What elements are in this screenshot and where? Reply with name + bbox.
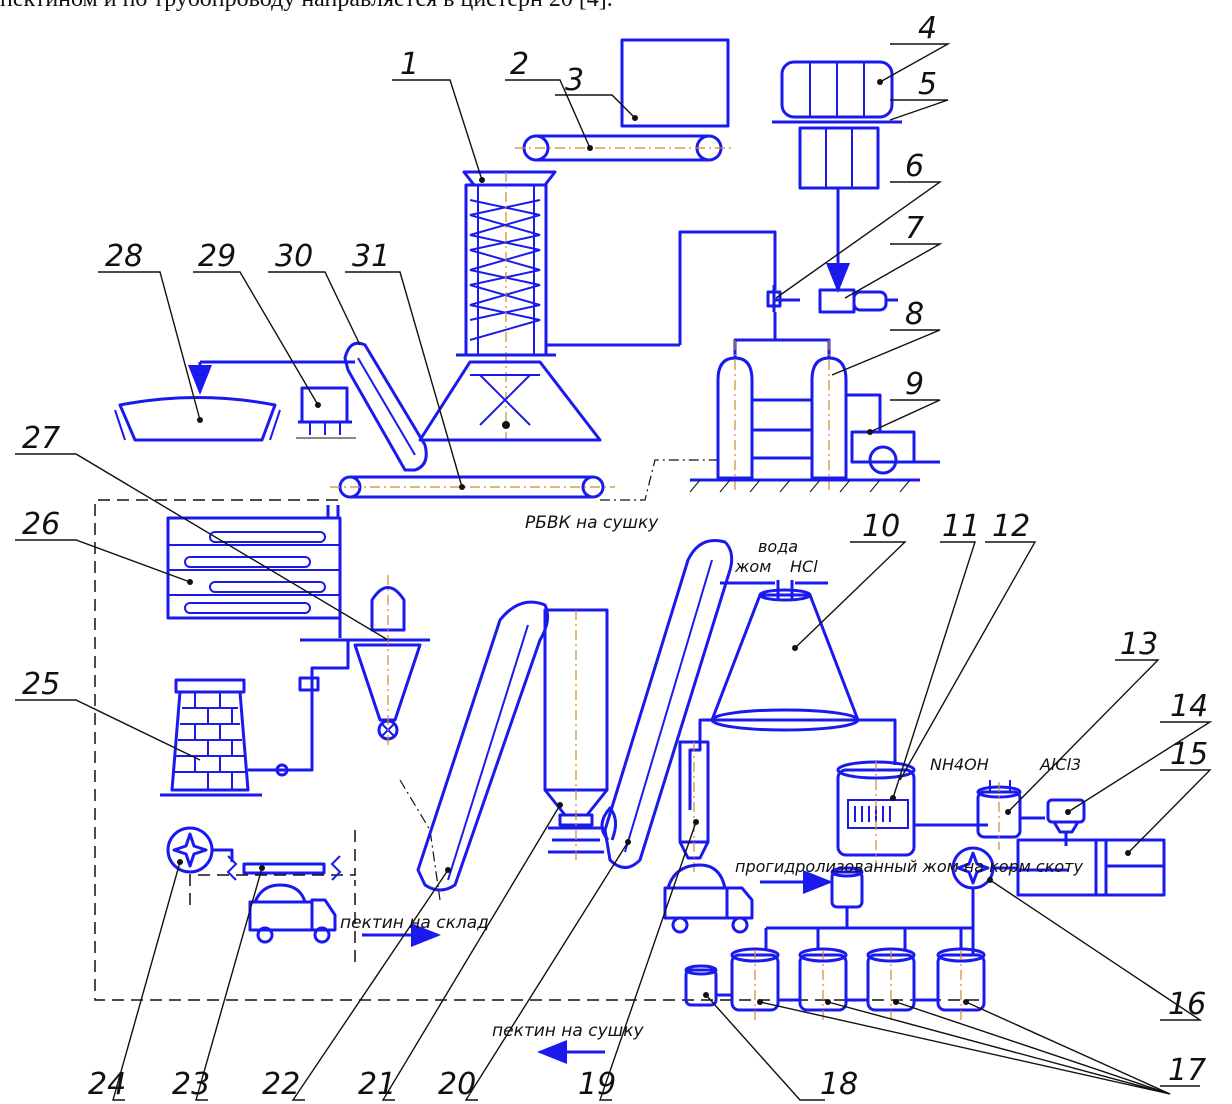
elevator-22 [416,600,550,892]
annotations: РБВК на сушку вода жом HCl NH4OH AlCl3 п… [340,513,1083,1041]
storage-tanks-4 [772,60,902,285]
callout-numbers: 1 2 3 4 5 6 7 8 9 10 11 12 13 14 15 16 1… [22,11,1208,1102]
callout-31: 31 [352,239,390,274]
callout-25: 25 [22,667,60,702]
callout-28: 28 [105,239,143,274]
label-rbvk: РБВК на сушку [525,513,659,533]
callout-30: 30 [275,239,313,274]
callout-10: 10 [862,509,900,544]
settler-19 [678,740,710,872]
pump-16 [951,846,1018,955]
label-zhom: жом [734,557,771,576]
callout-15: 15 [1170,737,1208,772]
callout-13: 13 [1120,627,1158,662]
label-hydrolyzed: прогидролизованный жом на корм скоту [735,857,1083,876]
label-pectin-store: пектин на склад [340,913,489,933]
apparatus-21 [543,608,609,862]
callout-4: 4 [918,11,937,46]
callout-7: 7 [905,211,924,246]
label-voda: вода [758,537,798,556]
label-pectin-dry: пектин на сушку [492,1021,644,1041]
callout-9: 9 [905,367,924,402]
callout-18: 18 [820,1067,858,1102]
process-boundary [94,459,985,1001]
callout-23: 23 [172,1067,210,1102]
callout-22: 22 [262,1067,300,1102]
callout-12: 12 [992,509,1030,544]
callout-26: 26 [22,507,60,542]
callout-8: 8 [905,297,924,332]
caption-text: пектином и по трубопроводу направляется … [0,0,1232,16]
label-nh4oh: NH4OH [930,755,989,774]
mixer-13 [976,780,1045,850]
callout-24: 24 [88,1067,126,1102]
conveyor-2 [515,134,735,162]
callout-19: 19 [578,1067,616,1102]
feed-conduit-20 [600,539,734,869]
diffusion-apparatus-1 [418,170,777,442]
leader-lines [15,43,1213,1101]
cyclone-27 [298,575,430,745]
conveyor-31 [330,475,615,499]
callout-1: 1 [400,47,419,82]
truck-19 [663,863,754,934]
elevator-30 [343,341,428,472]
tanks-17 [730,866,986,1020]
filter-11 [836,760,988,870]
callout-3: 3 [565,63,584,98]
pump-7 [818,263,898,314]
mill-29 [296,386,356,439]
callout-17: 17 [1168,1053,1206,1088]
callout-11: 11 [942,509,980,544]
callout-27: 27 [22,421,60,456]
callout-29: 29 [198,239,236,274]
press-8 [689,312,920,493]
valve-6 [766,285,800,312]
label-hcl: HCl [790,557,818,576]
callout-2: 2 [510,47,529,82]
belt-dryer-26 [166,505,342,638]
callout-14: 14 [1170,689,1208,724]
dryer-28 [114,360,355,442]
truck-23 [248,883,337,944]
label-alcl3: AlCl3 [1039,755,1081,774]
furnace-25 [160,678,314,797]
conveyor-23 [226,855,342,881]
crusher-24 [166,826,234,874]
motor-9 [846,393,940,475]
hopper-3 [620,38,730,128]
callout-6: 6 [905,149,924,184]
callout-5: 5 [918,67,937,102]
callout-20: 20 [438,1067,476,1102]
callout-21: 21 [358,1067,396,1102]
hydrolysis-tank-10 [688,580,897,810]
callout-16: 16 [1168,987,1206,1022]
